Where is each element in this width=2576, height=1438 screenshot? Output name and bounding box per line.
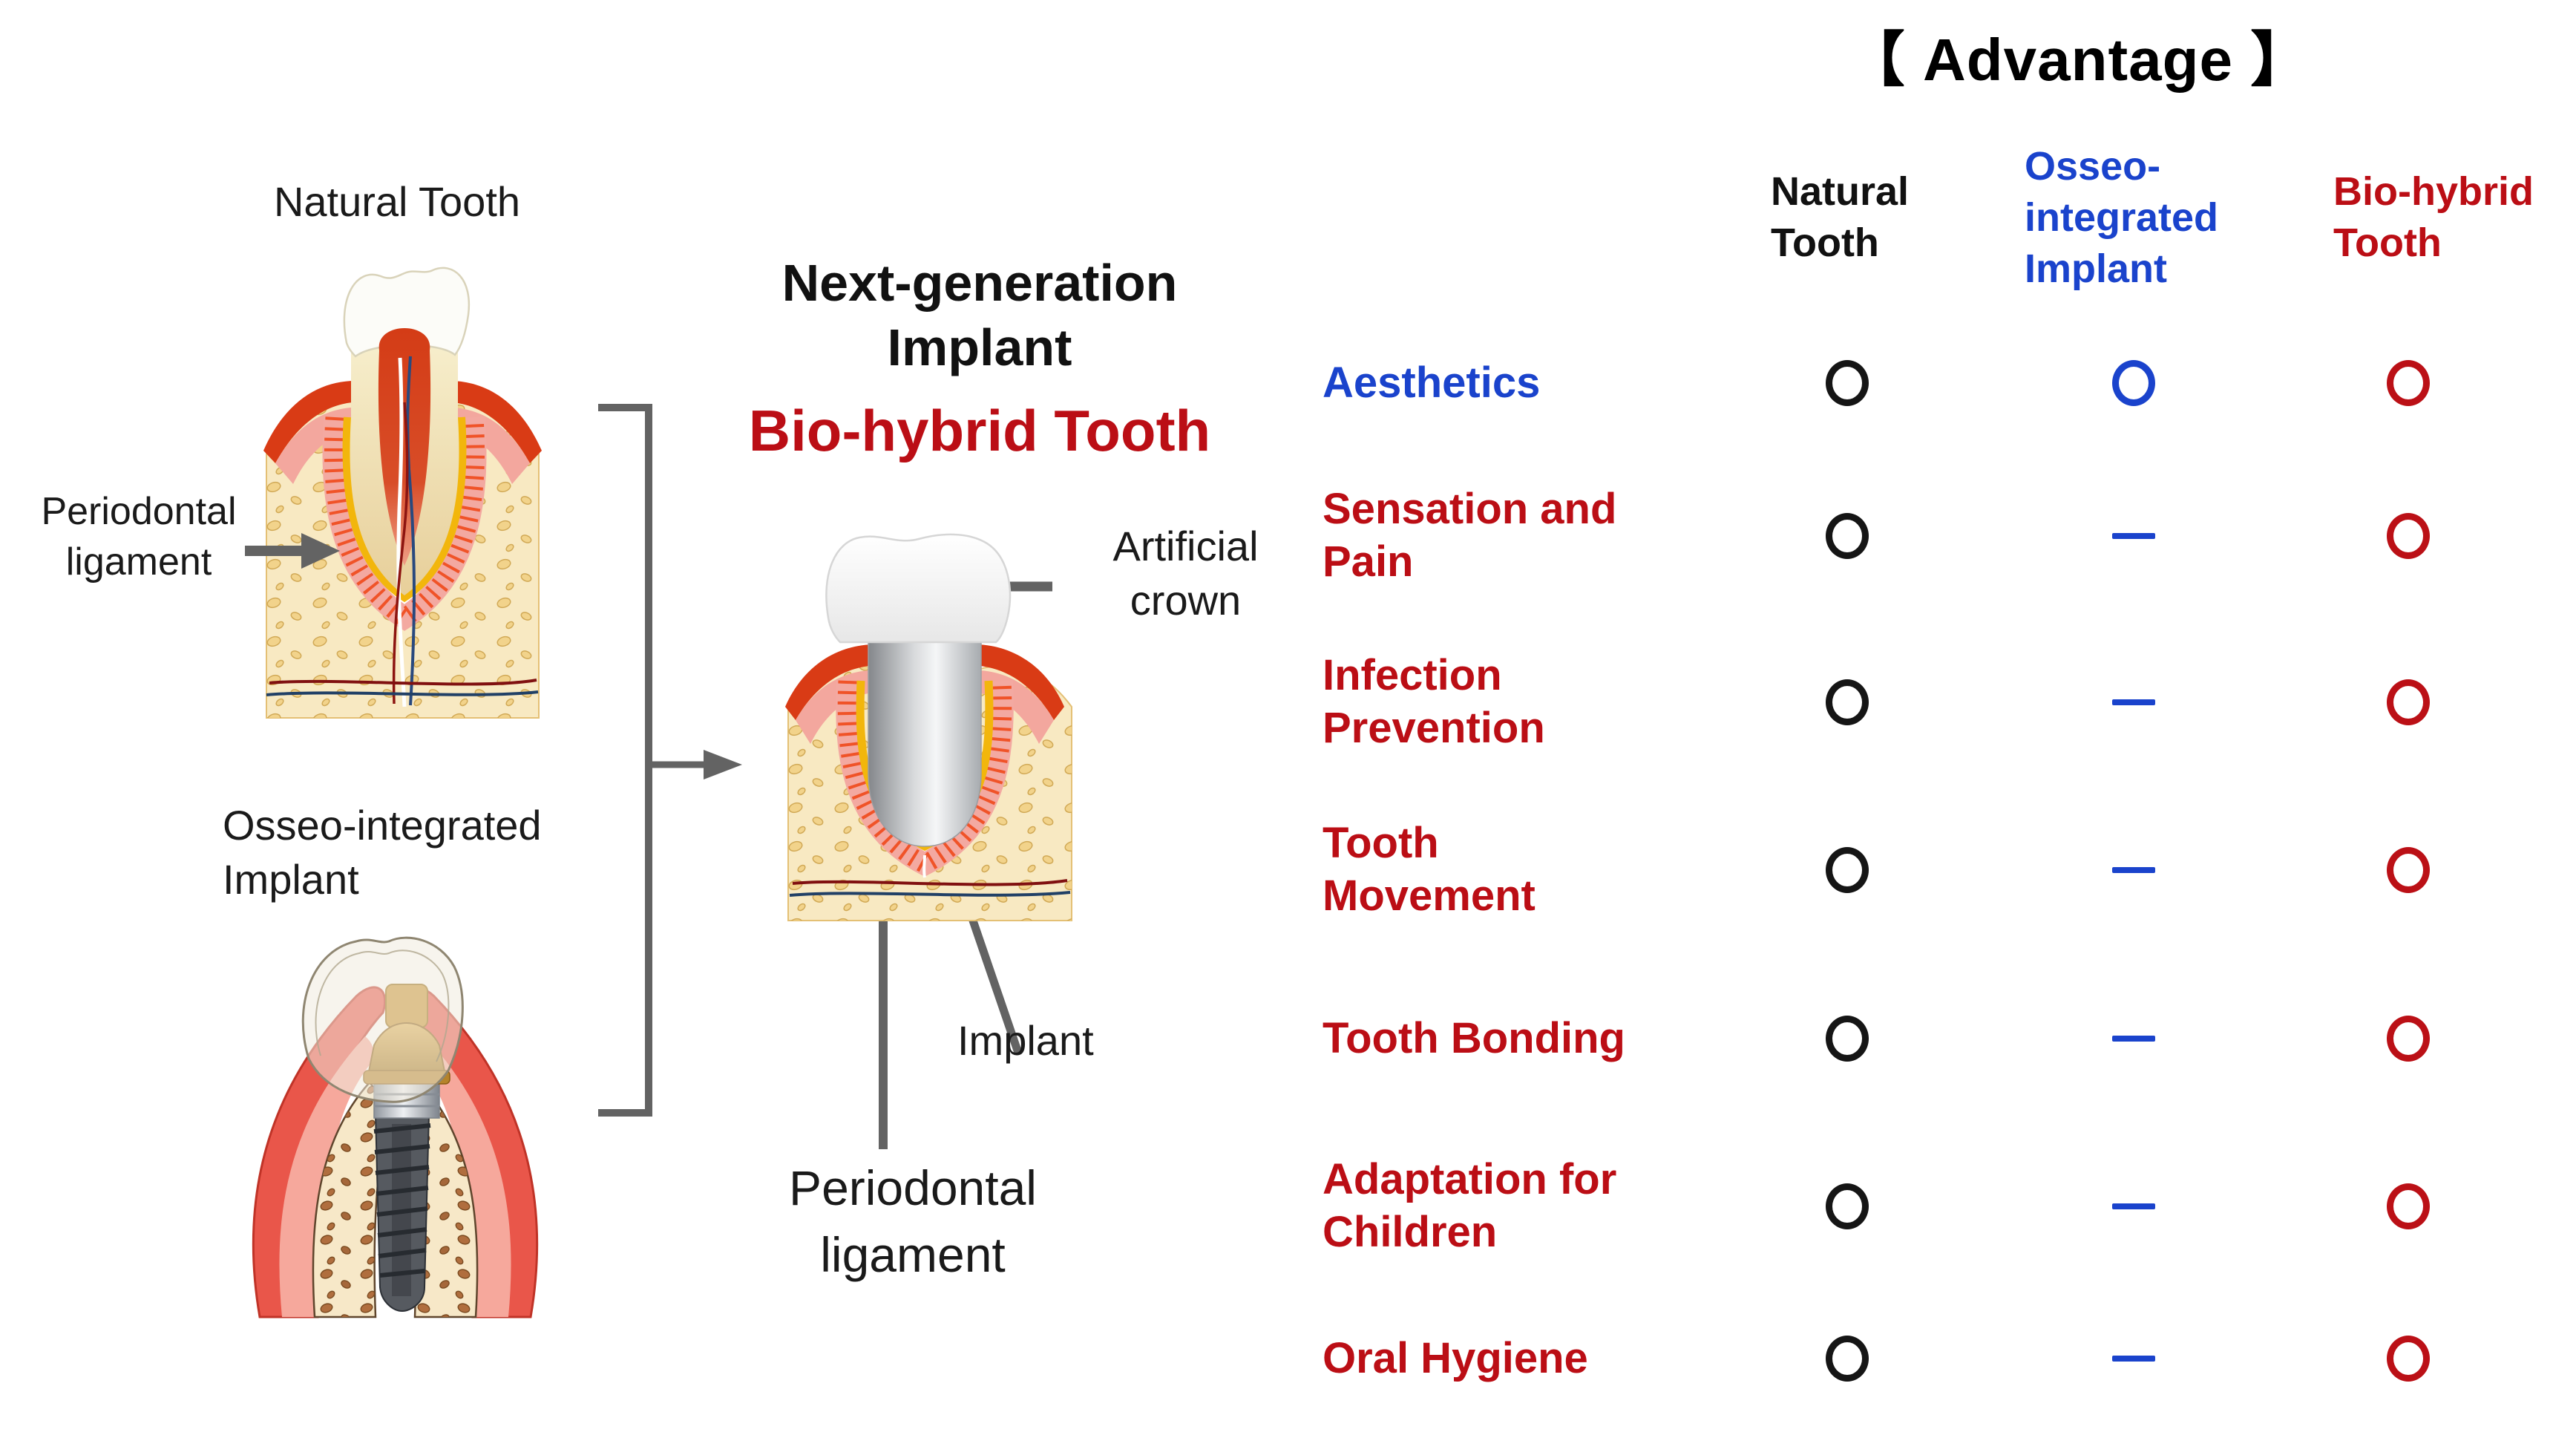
left-periodontal-arrow [245, 533, 340, 569]
vessels [789, 854, 1071, 897]
abutment-and-crown [301, 936, 464, 1103]
cell-osseo [2111, 1334, 2156, 1383]
grouping-bracket [598, 404, 652, 1117]
implant-body [868, 639, 982, 847]
cell-osseo [2111, 1182, 2156, 1231]
enamel-crown [343, 267, 471, 358]
cementum-line [342, 416, 467, 603]
osseo-integrated-implant-label: Osseo-integrated Implant [223, 802, 542, 903]
next-generation-implant-heading: Next-generation Implant [781, 254, 1178, 376]
table-row-tooth-bonding: Tooth Bonding [1323, 953, 2569, 1124]
advantage-title: 【 Advantage 】 [1845, 27, 2311, 93]
table-row-infection-prevention: Infection Prevention [1323, 617, 2569, 788]
column-header-osseo-implant: Osseo- integrated Implant [2025, 144, 2219, 292]
cell-biohybrid [2386, 678, 2431, 727]
bracket-arrow [649, 750, 742, 780]
ligament-fibers [324, 416, 485, 629]
natural-tooth-illustration [263, 267, 542, 719]
row-label: Sensation and Pain [1323, 485, 1617, 586]
cell-osseo [2111, 512, 2156, 561]
row-label: Adaptation for Children [1323, 1155, 1617, 1256]
table-row-oral-hygiene: Oral Hygiene [1323, 1273, 2569, 1438]
column-header-bio-hybrid: Bio-hybrid Tooth [2333, 169, 2534, 266]
center-periodontal-ligament-label: Periodontal ligament [789, 1160, 1037, 1282]
cell-osseo [2111, 1014, 2156, 1063]
cell-biohybrid [2386, 359, 2431, 408]
cell-osseo [2111, 846, 2156, 895]
cell-biohybrid [2386, 1182, 2431, 1231]
row-label: Oral Hygiene [1323, 1333, 1588, 1382]
table-row-aesthetics: Aesthetics [1323, 298, 2569, 468]
cell-biohybrid [2386, 512, 2431, 561]
artificial-crown-shape [825, 533, 1012, 644]
vessels [266, 356, 539, 707]
cell-biohybrid [2386, 1014, 2431, 1063]
cell-natural [1825, 512, 1869, 561]
column-header-natural-tooth: Natural Tooth [1771, 169, 1910, 266]
cell-osseo [2111, 359, 2156, 408]
cell-osseo [2111, 678, 2156, 727]
table-row-tooth-movement: Tooth Movement [1323, 785, 2569, 955]
cell-natural [1825, 846, 1869, 895]
implant-screw [373, 1082, 440, 1313]
implant-label: Implant [957, 1017, 1094, 1064]
cell-biohybrid [2386, 1334, 2431, 1383]
osseo-implant-illustration [252, 936, 539, 1318]
cell-natural [1825, 1014, 1869, 1063]
pulp [378, 328, 431, 566]
row-label: Infection Prevention [1323, 651, 1545, 752]
left-periodontal-ligament-label: Periodontal ligament [41, 490, 237, 584]
bio-hybrid-tooth-illustration [785, 533, 1072, 921]
cell-biohybrid [2386, 846, 2431, 895]
table-row-adaptation-for-children: Adaptation for Children [1323, 1121, 2569, 1292]
table-row-sensation-and-pain: Sensation and Pain [1323, 451, 2569, 621]
row-label: Tooth Movement [1323, 819, 1536, 920]
row-label: Tooth Bonding [1323, 1013, 1625, 1062]
artificial-crown-label: Artificial crown [1112, 523, 1259, 624]
bio-hybrid-tooth-heading: Bio-hybrid Tooth [748, 398, 1211, 463]
cell-natural [1825, 359, 1869, 408]
cell-natural [1825, 1182, 1869, 1231]
natural-tooth-label: Natural Tooth [273, 178, 521, 225]
cell-natural [1825, 678, 1869, 727]
cell-natural [1825, 1334, 1869, 1383]
row-label: Aesthetics [1323, 358, 1541, 407]
